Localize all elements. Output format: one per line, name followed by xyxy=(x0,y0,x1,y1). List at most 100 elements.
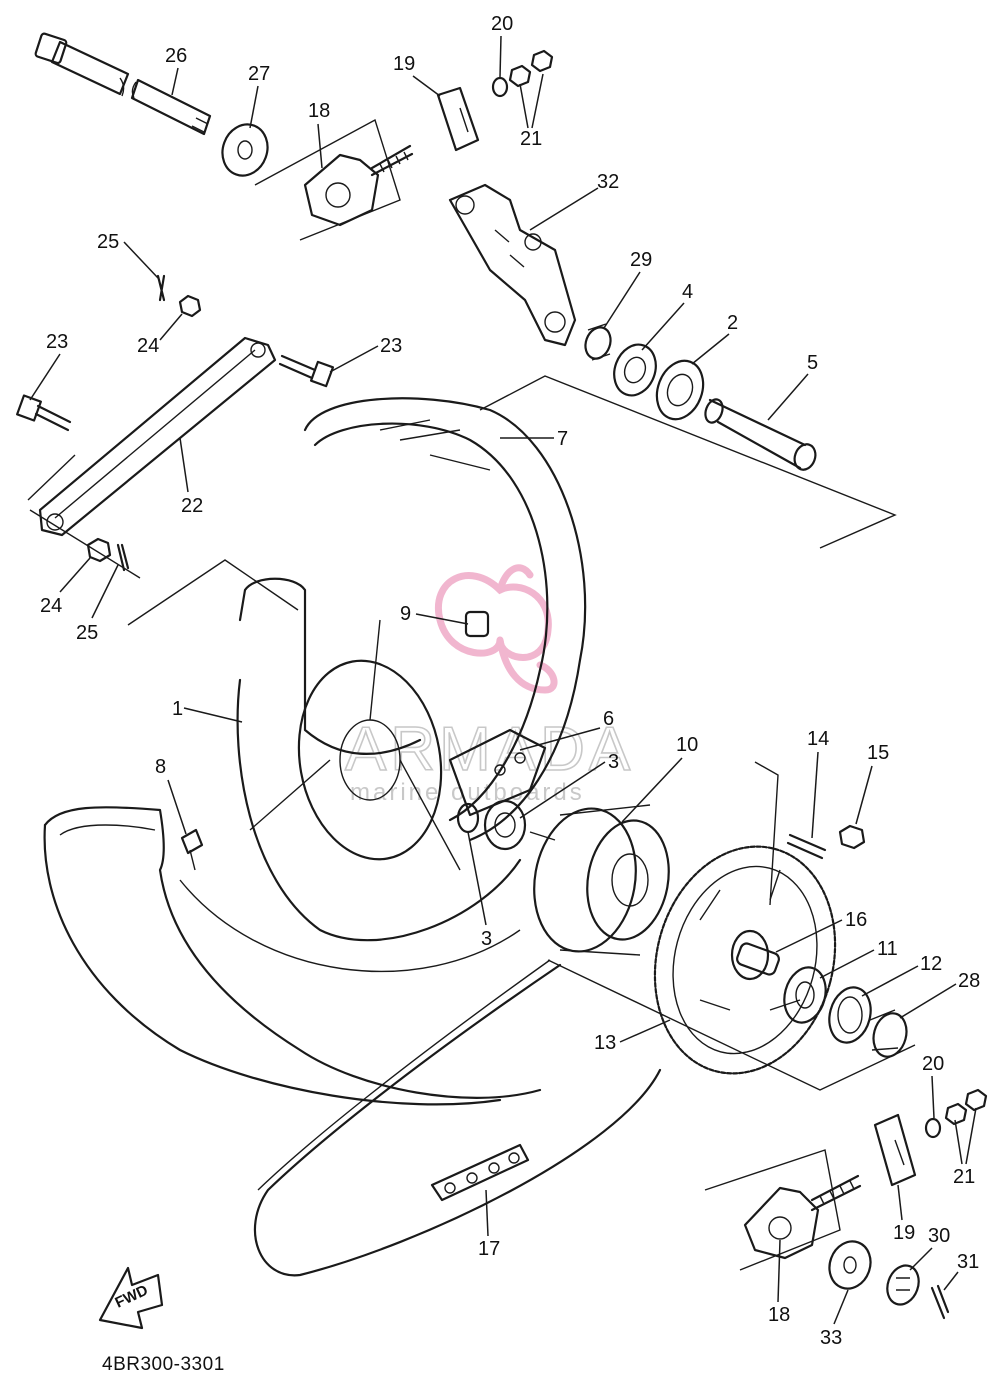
svg-text:10: 10 xyxy=(676,734,698,756)
svg-text:13: 13 xyxy=(594,1032,616,1054)
cotter-pin-25-bottom xyxy=(116,543,130,572)
svg-text:33: 33 xyxy=(820,1327,842,1349)
washer-33 xyxy=(828,1240,872,1290)
svg-text:17: 17 xyxy=(478,1238,500,1260)
svg-text:20: 20 xyxy=(922,1053,944,1075)
bearing-11 xyxy=(783,966,827,1024)
callout-3-lower: 3 xyxy=(467,831,492,950)
torque-arm-22 xyxy=(27,336,277,579)
callout-5: 5 xyxy=(767,352,818,421)
washer-20-top xyxy=(491,76,509,98)
callout-32: 32 xyxy=(529,171,619,231)
callout-8: 8 xyxy=(155,756,187,835)
nut-24-top xyxy=(178,294,202,318)
collar-29 xyxy=(584,323,612,361)
svg-text:24: 24 xyxy=(40,595,62,617)
callout-2: 2 xyxy=(691,312,738,365)
callout-14: 14 xyxy=(807,728,829,839)
callout-3-upper: 3 xyxy=(519,751,619,819)
callout-30: 30 xyxy=(909,1225,950,1271)
svg-text:25: 25 xyxy=(97,231,119,253)
collar-28 xyxy=(869,1009,908,1058)
oil-seal-12 xyxy=(828,986,872,1044)
svg-text:25: 25 xyxy=(76,622,98,644)
svg-text:31: 31 xyxy=(957,1251,979,1273)
castle-nut-30 xyxy=(886,1264,920,1306)
nut-15 xyxy=(838,824,866,850)
callout-22: 22 xyxy=(179,437,203,517)
bolt-23-left xyxy=(16,394,72,432)
cotter-pin-31 xyxy=(930,1284,950,1320)
svg-text:21: 21 xyxy=(520,128,542,150)
axle-centerline-box xyxy=(479,375,897,549)
bolt-23-right xyxy=(278,354,335,388)
svg-text:18: 18 xyxy=(308,100,330,122)
callout-4: 4 xyxy=(641,281,693,351)
nuts-21-bottom xyxy=(944,1088,988,1126)
svg-text:3: 3 xyxy=(608,751,619,773)
svg-text:19: 19 xyxy=(893,1222,915,1244)
adjuster-plate-19-bottom xyxy=(873,1113,917,1187)
svg-text:5: 5 xyxy=(807,352,818,374)
svg-text:3: 3 xyxy=(481,928,492,950)
collar-16 xyxy=(736,942,780,976)
callout-26: 26 xyxy=(165,45,187,96)
svg-text:7: 7 xyxy=(557,428,568,450)
svg-text:32: 32 xyxy=(597,171,619,193)
svg-text:24: 24 xyxy=(137,335,159,357)
callout-29: 29 xyxy=(603,249,652,329)
callout-23-right: 23 xyxy=(329,335,402,373)
washer-20-bottom xyxy=(924,1117,942,1139)
svg-text:19: 19 xyxy=(393,53,415,75)
callout-24-top: 24 xyxy=(137,313,183,357)
plate-6 xyxy=(448,728,547,817)
callout-15: 15 xyxy=(855,742,889,825)
balance-weight-9 xyxy=(464,610,490,638)
svg-text:12: 12 xyxy=(920,953,942,975)
svg-text:4: 4 xyxy=(682,281,693,303)
callout-1: 1 xyxy=(172,698,243,723)
watermark-sub: marine outboards xyxy=(350,779,585,806)
svg-text:27: 27 xyxy=(248,63,270,85)
svg-text:16: 16 xyxy=(845,909,867,931)
svg-text:15: 15 xyxy=(867,742,889,764)
callout-16: 16 xyxy=(775,909,867,953)
svg-text:8: 8 xyxy=(155,756,166,778)
svg-text:20: 20 xyxy=(491,13,513,35)
valve-8 xyxy=(180,828,204,871)
callout-31: 31 xyxy=(943,1251,979,1291)
drive-chain-17 xyxy=(253,959,662,1277)
bearing-2 xyxy=(655,359,705,421)
callout-11: 11 xyxy=(819,938,898,979)
callout-10: 10 xyxy=(621,734,698,823)
svg-text:30: 30 xyxy=(928,1225,950,1247)
svg-text:23: 23 xyxy=(46,331,68,353)
watermark: ARMADA marine outboards xyxy=(344,564,631,806)
callout-20-top: 20 xyxy=(491,13,513,78)
callout-25-bottom: 25 xyxy=(76,564,119,644)
svg-text:22: 22 xyxy=(181,495,203,517)
diagram-code: 4BR300-3301 xyxy=(102,1354,225,1375)
washer-27 xyxy=(221,123,269,177)
callout-21-top: 21 xyxy=(519,73,544,150)
svg-text:11: 11 xyxy=(877,938,898,960)
fwd-arrow-icon: FWD xyxy=(98,1266,164,1330)
callout-6: 6 xyxy=(519,708,614,751)
svg-text:6: 6 xyxy=(603,708,614,730)
rear-axle-26 xyxy=(34,32,212,136)
adjuster-plate-19-top xyxy=(436,86,480,152)
nut-24-bottom xyxy=(86,537,112,563)
chain-adjuster-18-top xyxy=(254,118,414,241)
svg-text:28: 28 xyxy=(958,970,980,992)
rear-wheel-1 xyxy=(127,397,587,973)
callout-18-bottom: 18 xyxy=(768,1239,790,1326)
callout-19-bottom: 19 xyxy=(893,1184,915,1244)
bearing-3-lower xyxy=(483,799,527,851)
callout-13: 13 xyxy=(594,1019,671,1054)
watermark-logo-icon xyxy=(435,564,558,694)
svg-text:18: 18 xyxy=(768,1304,790,1326)
callout-9: 9 xyxy=(400,603,469,625)
svg-text:1: 1 xyxy=(172,698,183,720)
